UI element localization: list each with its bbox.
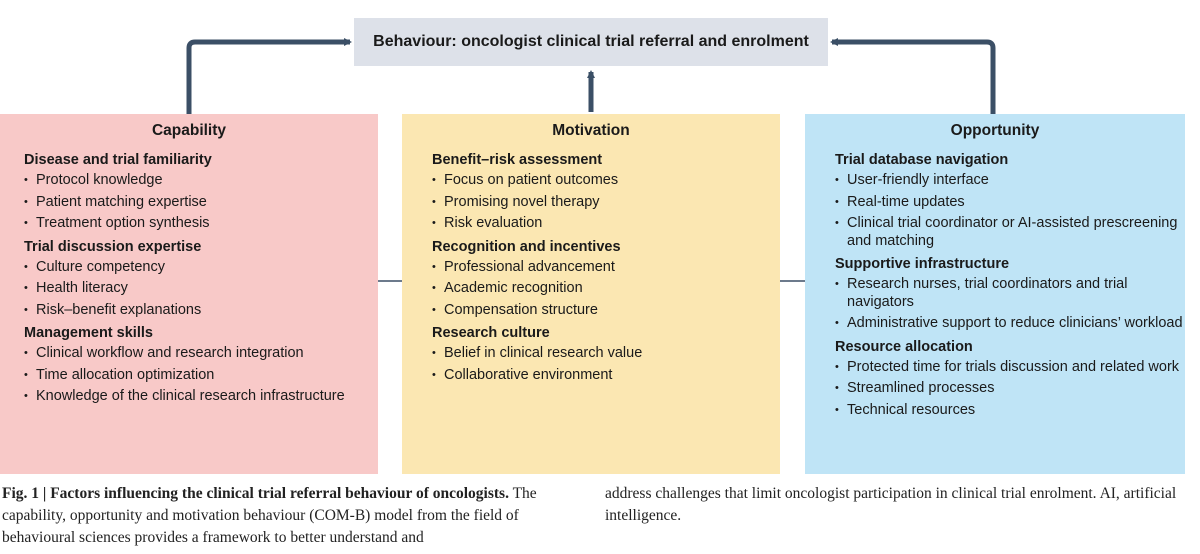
item-list: Culture competency Health literacy Risk–… — [24, 259, 378, 320]
list-item: User-friendly interface — [835, 172, 1185, 190]
list-item: Treatment option synthesis — [24, 215, 378, 233]
list-item: Technical resources — [835, 402, 1185, 420]
arrow-opportunity-to-behaviour — [830, 38, 996, 114]
section-heading: Research culture — [432, 325, 550, 341]
item-list: Focus on patient outcomes Promising nove… — [432, 172, 780, 233]
item-list: Research nurses, trial coordinators and … — [835, 276, 1185, 333]
list-item: Health literacy — [24, 280, 378, 298]
arrow-capability-to-behaviour — [186, 38, 352, 114]
list-item: Knowledge of the clinical research infra… — [24, 388, 378, 406]
section-heading: Recognition and incentives — [432, 238, 621, 255]
capability-title: Capability — [151, 122, 227, 139]
caption-label: Fig. 1 | Factors influencing the clinica… — [2, 485, 509, 502]
section-heading: Trial discussion expertise — [24, 238, 202, 255]
list-item: Risk–benefit explanations — [24, 302, 378, 320]
motivation-title: Motivation — [552, 122, 630, 139]
list-item: Protected time for trials discussion and… — [835, 359, 1185, 377]
section-heading: Resource allocation — [835, 338, 973, 355]
section-heading: Benefit–risk assessment — [432, 152, 603, 168]
list-item: Collaborative environment — [432, 367, 780, 385]
section-heading: Trial database navigation — [835, 152, 1009, 168]
opportunity-title: Opportunity — [950, 122, 1040, 139]
motivation-panel: Motivation Benefit–risk assessment Focus… — [402, 114, 780, 474]
list-item: Real-time updates — [835, 194, 1185, 212]
list-item: Culture competency — [24, 259, 378, 277]
caption-text: address challenges that limit oncologist… — [605, 485, 1177, 524]
behaviour-box: Behaviour: oncologist clinical trial ref… — [354, 18, 828, 66]
list-item: Streamlined processes — [835, 380, 1185, 398]
list-item: Focus on patient outcomes — [432, 172, 780, 190]
item-list: Professional advancement Academic recogn… — [432, 259, 780, 320]
behaviour-label: Behaviour: oncologist clinical trial ref… — [373, 33, 809, 50]
list-item: Patient matching expertise — [24, 194, 378, 212]
opportunity-panel: Opportunity Trial database navigation Us… — [805, 114, 1185, 474]
list-item: Belief in clinical research value — [432, 345, 780, 363]
list-item: Protocol knowledge — [24, 172, 378, 190]
list-item: Time allocation optimization — [24, 367, 378, 385]
item-list: Belief in clinical research value Collab… — [432, 345, 780, 384]
list-item: Risk evaluation — [432, 215, 780, 233]
figure-caption-continued: address challenges that limit oncologist… — [605, 483, 1195, 527]
section-heading: Supportive infrastructure — [835, 256, 1010, 272]
figure-caption: Fig. 1 | Factors influencing the clinica… — [2, 483, 587, 549]
item-list: Protected time for trials discussion and… — [835, 359, 1185, 420]
list-item: Professional advancement — [432, 259, 780, 277]
list-item: Clinical workflow and research integrati… — [24, 345, 378, 363]
list-item: Clinical trial coordinator or AI-assiste… — [835, 215, 1185, 250]
item-list: Clinical workflow and research integrati… — [24, 345, 378, 406]
section-heading: Management skills — [24, 325, 153, 341]
section-heading: Disease and trial familiarity — [24, 152, 212, 168]
capability-panel: Capability Disease and trial familiarity… — [0, 114, 378, 474]
item-list: User-friendly interface Real-time update… — [835, 172, 1185, 250]
list-item: Research nurses, trial coordinators and … — [835, 276, 1185, 311]
list-item: Promising novel therapy — [432, 194, 780, 212]
list-item: Administrative support to reduce clinici… — [835, 315, 1185, 333]
item-list: Protocol knowledge Patient matching expe… — [24, 172, 378, 233]
list-item: Academic recognition — [432, 280, 780, 298]
list-item: Compensation structure — [432, 302, 780, 320]
caption-text: The capability, opportunity and motivati… — [2, 485, 537, 546]
